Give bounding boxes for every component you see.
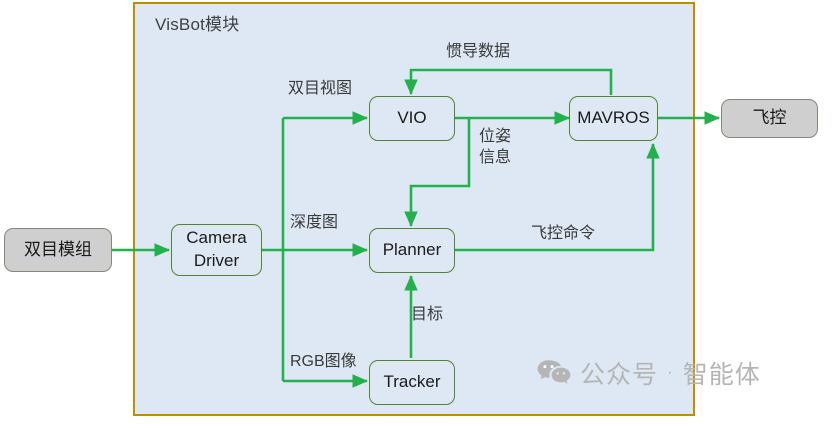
node-tracker[interactable]: Tracker xyxy=(369,360,455,405)
node-mavros[interactable]: MAVROS xyxy=(569,96,658,141)
edge-label-fc-command: 飞控命令 xyxy=(531,225,596,242)
edge-vio-to-planner-pose xyxy=(404,118,471,228)
edge-label-depth-map: 深度图 xyxy=(290,214,339,231)
edge-label-pose-info-line1: 位姿 xyxy=(479,128,512,145)
node-camera-driver-label-line1: Camera xyxy=(186,228,247,248)
edge-planner-to-mavros-cmd xyxy=(455,142,660,252)
edge-label-pose-info-line2: 信息 xyxy=(479,149,512,166)
node-stereo-module[interactable]: 双目模组 xyxy=(4,228,112,272)
node-tracker-label: Tracker xyxy=(383,372,441,392)
node-camera-driver[interactable]: Camera Driver xyxy=(171,224,262,276)
edge-label-imu-data: 惯导数据 xyxy=(446,43,511,60)
edge-mavros-to-vio-imu xyxy=(404,68,613,96)
edge-label-stereo-view: 双目视图 xyxy=(288,80,353,97)
visbot-module-title: VisBot模块 xyxy=(155,15,240,34)
node-vio-label: VIO xyxy=(397,108,427,128)
node-planner[interactable]: Planner xyxy=(369,228,455,273)
node-stereo-module-label: 双目模组 xyxy=(24,239,92,259)
node-mavros-label: MAVROS xyxy=(577,108,650,128)
edge-label-target: 目标 xyxy=(411,306,444,323)
node-flight-controller[interactable]: 飞控 xyxy=(721,99,818,138)
node-flight-controller-label: 飞控 xyxy=(752,108,787,128)
edge-label-rgb-image: RGB图像 xyxy=(290,353,357,370)
node-planner-label: Planner xyxy=(382,240,442,260)
node-vio[interactable]: VIO xyxy=(369,96,455,141)
node-camera-driver-label-line2: Driver xyxy=(193,251,240,270)
